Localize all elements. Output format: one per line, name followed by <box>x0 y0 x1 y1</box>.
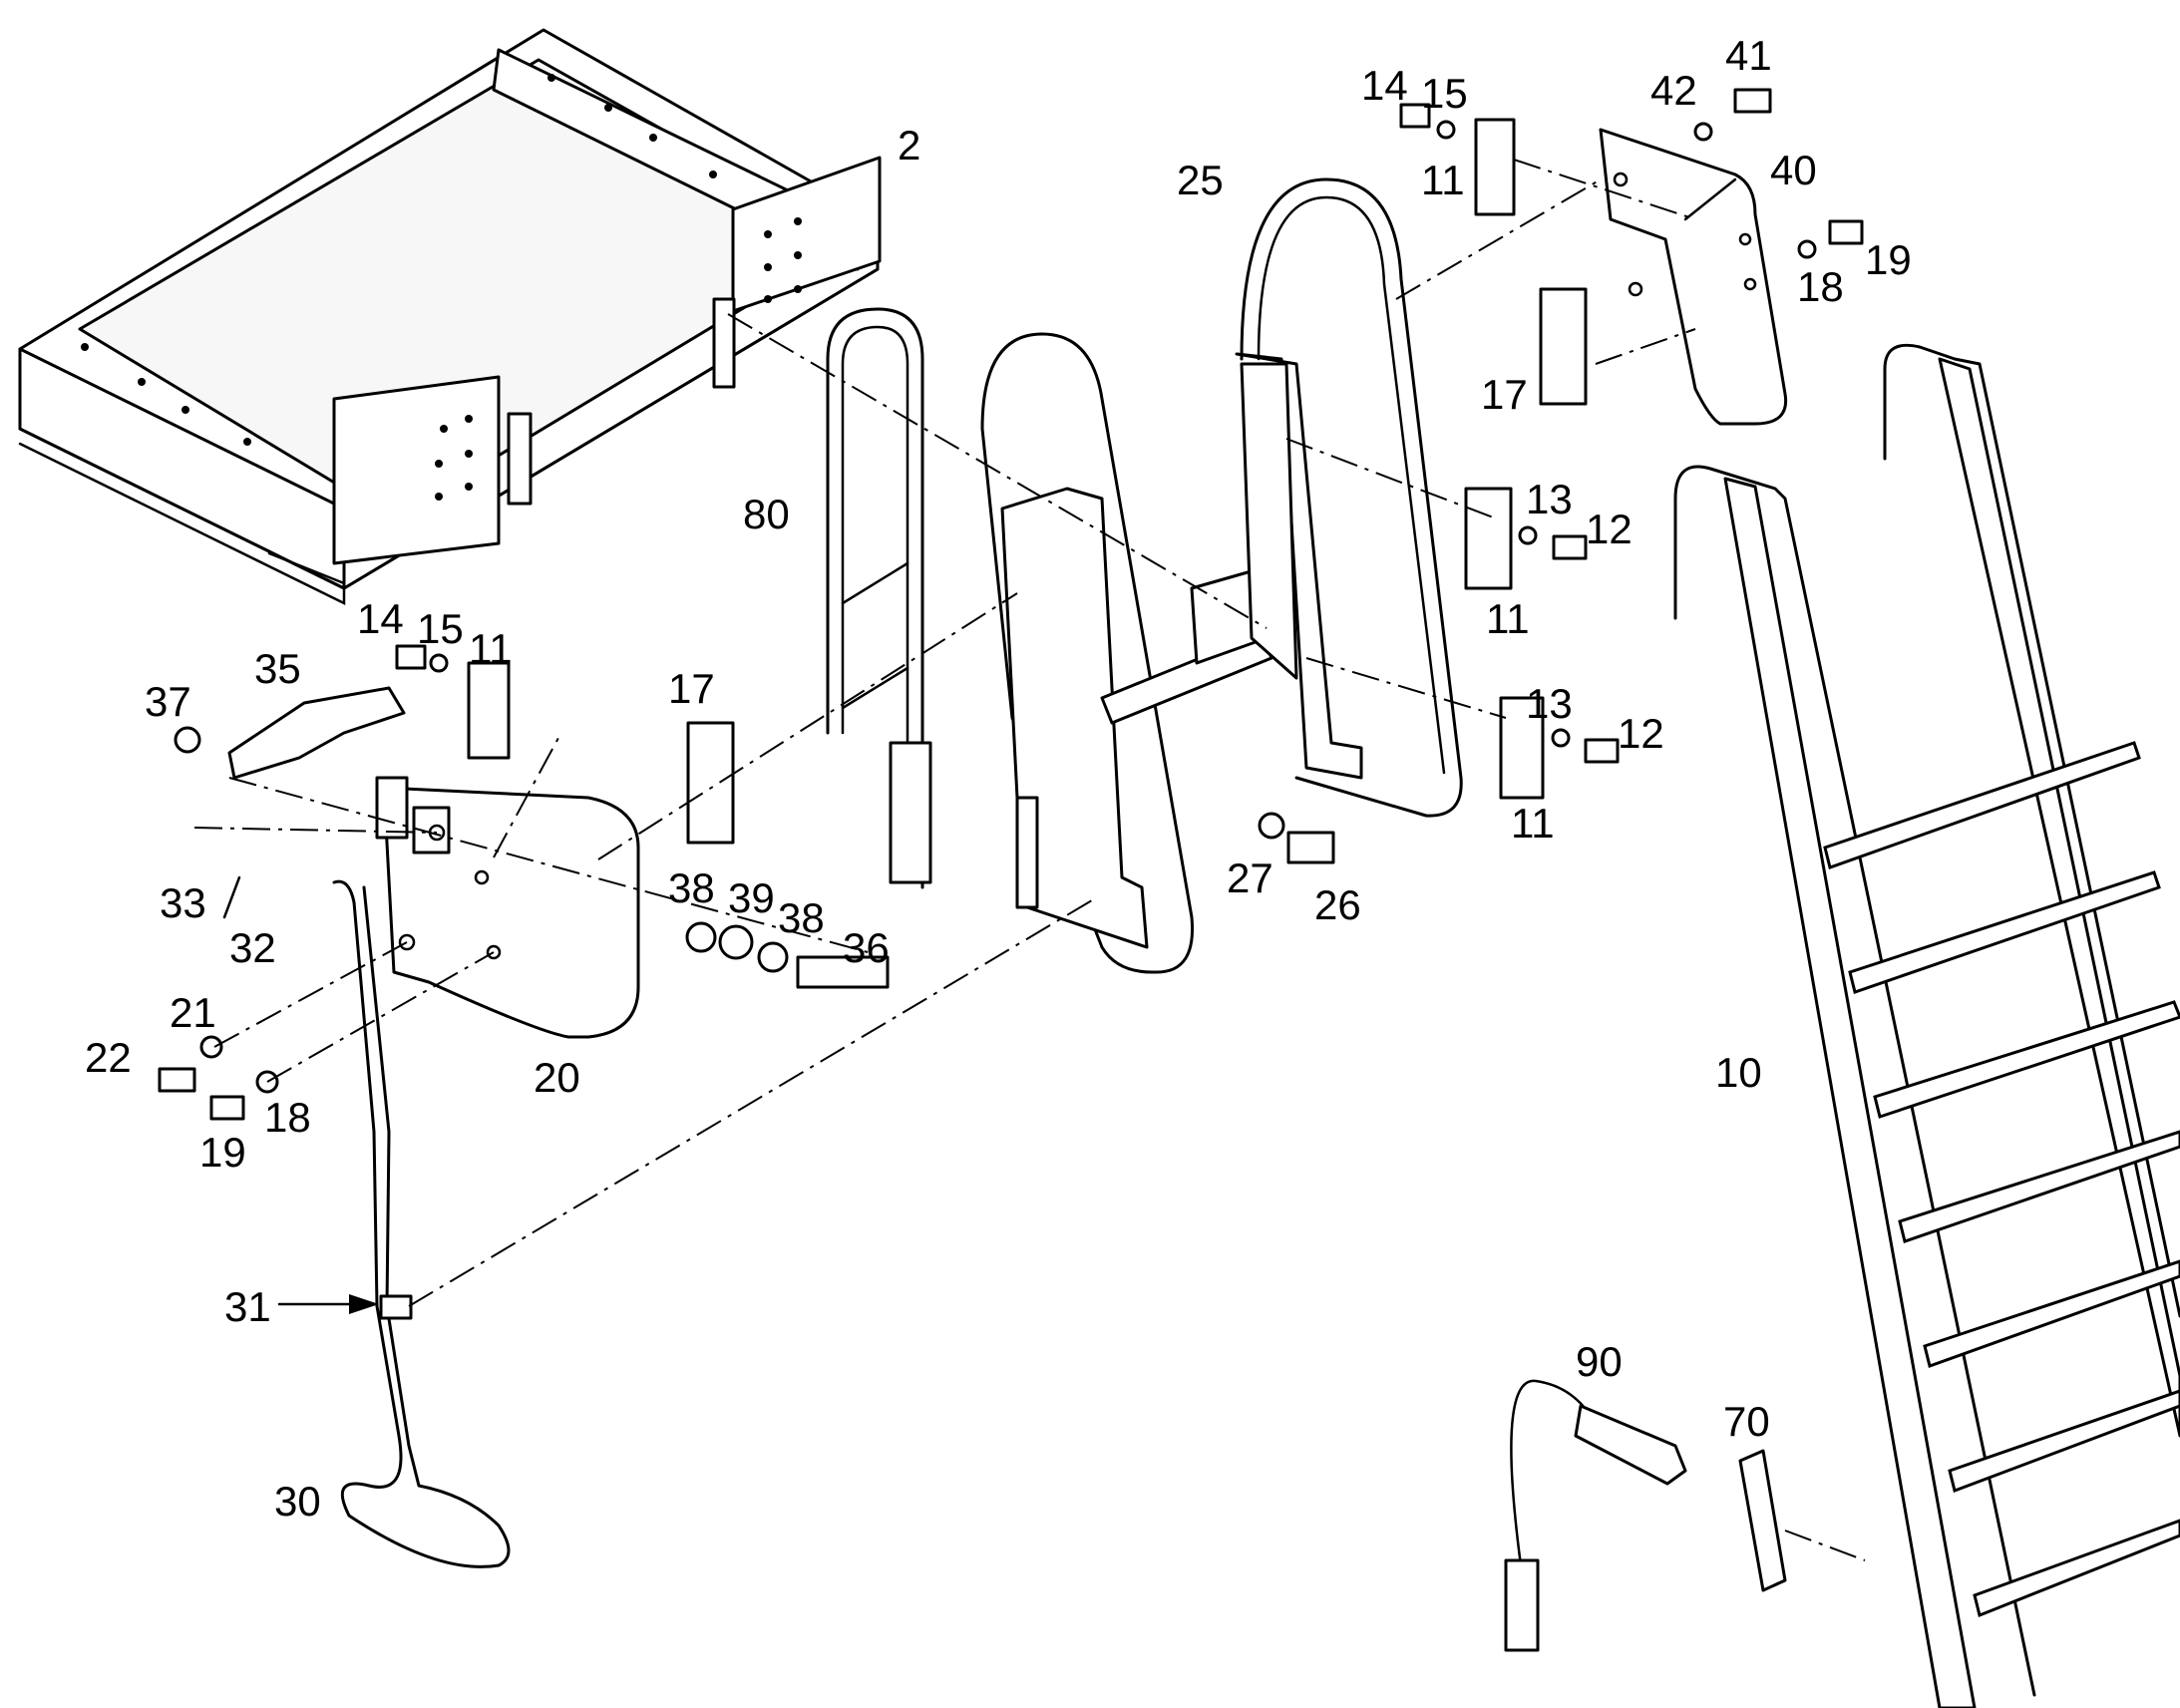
ladder-frame-part <box>980 332 1273 974</box>
label-70: 70 <box>1723 1398 1770 1445</box>
label-33: 33 <box>160 879 206 926</box>
ladder-part <box>1673 343 2180 1708</box>
label-41: 41 <box>1725 32 1772 79</box>
label-13: 13 <box>1526 476 1573 522</box>
arrow-31 <box>277 1294 379 1314</box>
label-19: 19 <box>1865 236 1912 283</box>
label-12: 12 <box>1586 506 1633 552</box>
part-labels: 2 80 25 41 42 14 15 11 40 18 19 17 13 12… <box>85 32 1912 1525</box>
pull-rod-part <box>332 879 511 1568</box>
label-17: 17 <box>668 665 715 712</box>
label-20: 20 <box>534 1054 580 1101</box>
label-35: 35 <box>254 645 301 692</box>
label-21: 21 <box>170 989 216 1036</box>
label-19: 19 <box>199 1129 246 1176</box>
label-37: 37 <box>145 678 191 725</box>
catch-plate-part <box>1738 1449 1787 1592</box>
label-14: 14 <box>1361 62 1408 109</box>
label-11: 11 <box>1486 595 1530 642</box>
label-42: 42 <box>1650 67 1697 114</box>
label-40: 40 <box>1770 147 1817 193</box>
label-15: 15 <box>1421 70 1468 117</box>
label-27: 27 <box>1227 854 1273 901</box>
platform-tray-part <box>18 28 882 606</box>
label-38: 38 <box>668 864 715 911</box>
label-15: 15 <box>417 605 464 652</box>
label-18: 18 <box>1797 263 1844 310</box>
hardware-parts <box>158 88 1864 1121</box>
label-26: 26 <box>1314 881 1361 928</box>
label-30: 30 <box>274 1478 321 1525</box>
handle-loop-part <box>826 307 932 889</box>
label-38: 38 <box>778 894 825 941</box>
label-10: 10 <box>1715 1049 1762 1096</box>
top-bracket-part <box>1599 128 1788 426</box>
label-90: 90 <box>1576 1338 1623 1385</box>
label-22: 22 <box>85 1034 132 1081</box>
label-2: 2 <box>898 122 920 169</box>
label-18: 18 <box>264 1094 311 1141</box>
label-11: 11 <box>469 625 513 672</box>
label-36: 36 <box>843 924 890 971</box>
alignment-lines <box>193 159 1866 1561</box>
cable-plug-part <box>1504 1379 1687 1652</box>
label-25: 25 <box>1177 157 1224 203</box>
label-31: 31 <box>224 1283 271 1330</box>
label-14: 14 <box>357 595 404 642</box>
platform-holes <box>81 74 802 501</box>
label-17: 17 <box>1481 371 1528 418</box>
lower-bracket-part <box>227 686 640 1039</box>
label-12: 12 <box>1618 710 1664 757</box>
label-80: 80 <box>743 491 790 537</box>
label-32: 32 <box>229 924 276 971</box>
label-39: 39 <box>728 874 775 921</box>
label-13: 13 <box>1526 680 1573 727</box>
label-11: 11 <box>1421 157 1465 203</box>
ladder-treads <box>1823 741 2180 1618</box>
handrail-part <box>1235 177 1463 818</box>
label-11: 11 <box>1511 800 1555 847</box>
